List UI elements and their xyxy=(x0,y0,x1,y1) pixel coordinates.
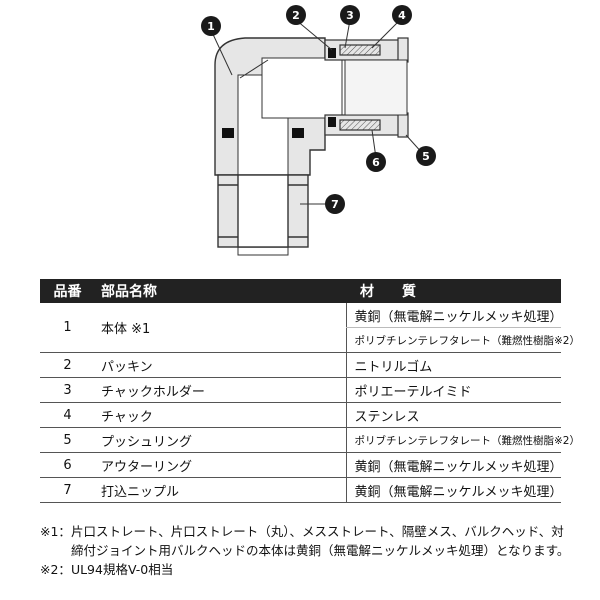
svg-text:4: 4 xyxy=(398,9,406,22)
nipple xyxy=(217,174,309,248)
header-part-no: 品番 xyxy=(40,279,95,303)
callout-6: 6 xyxy=(366,152,386,172)
svg-text:6: 6 xyxy=(372,156,380,169)
header-part-name: 部品名称 xyxy=(95,279,346,303)
callout-3: 3 xyxy=(340,5,360,25)
part-material: 黄銅（無電解ニッケルメッキ処理） xyxy=(345,303,563,328)
part-material: ニトリルゴム xyxy=(345,352,561,378)
part-no: 4 xyxy=(40,402,95,428)
part-no: 3 xyxy=(40,377,95,403)
part-material: 黄銅（無電解ニッケルメッキ処理） xyxy=(345,452,563,478)
fitting-cross-section-diagram: 1 2 3 4 5 6 7 xyxy=(201,5,436,256)
svg-text:1: 1 xyxy=(207,20,215,33)
table-row: 5 プッシュリング ポリブチレンテレフタレート（難燃性樹脂※2） xyxy=(40,427,580,453)
part-material: ポリエーテルイミド xyxy=(345,377,561,403)
part-name: 本体 ※1 xyxy=(95,303,346,353)
part-no: 1 xyxy=(40,303,95,353)
svg-text:2: 2 xyxy=(292,9,300,22)
svg-text:5: 5 xyxy=(422,150,430,163)
table-header-row: 品番 部品名称 材 質 xyxy=(40,279,561,303)
part-material: 黄銅（無電解ニッケルメッキ処理） xyxy=(345,477,563,503)
footnote-text: UL94規格V-0相当 xyxy=(70,562,174,577)
table-row: 1 本体 ※1 黄銅（無電解ニッケルメッキ処理） xyxy=(40,303,563,353)
table-row: 4 チャック ステンレス xyxy=(40,402,561,428)
footnote-2: ※2： UL94規格V-0相当 xyxy=(40,560,570,579)
part-no: 2 xyxy=(40,352,95,378)
table-row: 3 チャックホルダー ポリエーテルイミド xyxy=(40,377,561,403)
footnotes: ※1： 片口ストレート、片口ストレート（丸）、メスストレート、隔壁メス、バルクヘ… xyxy=(40,522,570,579)
part-material: ステンレス xyxy=(345,402,561,428)
part-name: パッキン xyxy=(95,352,346,378)
footnote-1: ※1： 片口ストレート、片口ストレート（丸）、メスストレート、隔壁メス、バルクヘ… xyxy=(40,522,570,560)
part-no: 5 xyxy=(40,427,95,453)
svg-text:3: 3 xyxy=(346,9,354,22)
footnote-text: 片口ストレート、片口ストレート（丸）、メスストレート、隔壁メス、バルクヘッド、対… xyxy=(70,524,570,558)
callout-4: 4 xyxy=(392,5,412,25)
part-name: チャック xyxy=(95,402,346,428)
part-name: チャックホルダー xyxy=(95,377,346,403)
bore-diagonal xyxy=(239,59,269,79)
table-row: 7 打込ニップル 黄銅（無電解ニッケルメッキ処理） xyxy=(40,477,563,503)
header-material: 材 質 xyxy=(346,279,561,303)
part-name: アウターリング xyxy=(95,452,346,478)
table-row: 6 アウターリング 黄銅（無電解ニッケルメッキ処理） xyxy=(40,452,563,478)
footnote-mark: ※1： xyxy=(40,524,71,539)
seals xyxy=(222,48,336,138)
part-material: ポリブチレンテレフタレート（難燃性樹脂※2） xyxy=(345,327,580,353)
part-material: ポリブチレンテレフタレート（難燃性樹脂※2） xyxy=(345,427,580,453)
table-row: 2 パッキン ニトリルゴム xyxy=(40,352,561,378)
part-no: 6 xyxy=(40,452,95,478)
callout-1: 1 xyxy=(201,16,221,36)
callout-7: 7 xyxy=(325,194,345,214)
part-name: プッシュリング xyxy=(95,427,346,453)
tube xyxy=(344,59,408,116)
callout-2: 2 xyxy=(286,5,306,25)
table-row: ポリブチレンテレフタレート（難燃性樹脂※2） xyxy=(40,327,580,353)
callout-5: 5 xyxy=(416,146,436,166)
footnote-mark: ※2： xyxy=(40,562,71,577)
part-name: 打込ニップル xyxy=(95,477,346,503)
parts-table: 品番 部品名称 材 質 1 本体 ※1 黄銅（無電解ニッケルメッキ処理） ポリブ… xyxy=(40,279,580,503)
svg-text:7: 7 xyxy=(331,198,339,211)
part-no: 7 xyxy=(40,477,95,503)
horizontal-bore xyxy=(261,57,343,119)
